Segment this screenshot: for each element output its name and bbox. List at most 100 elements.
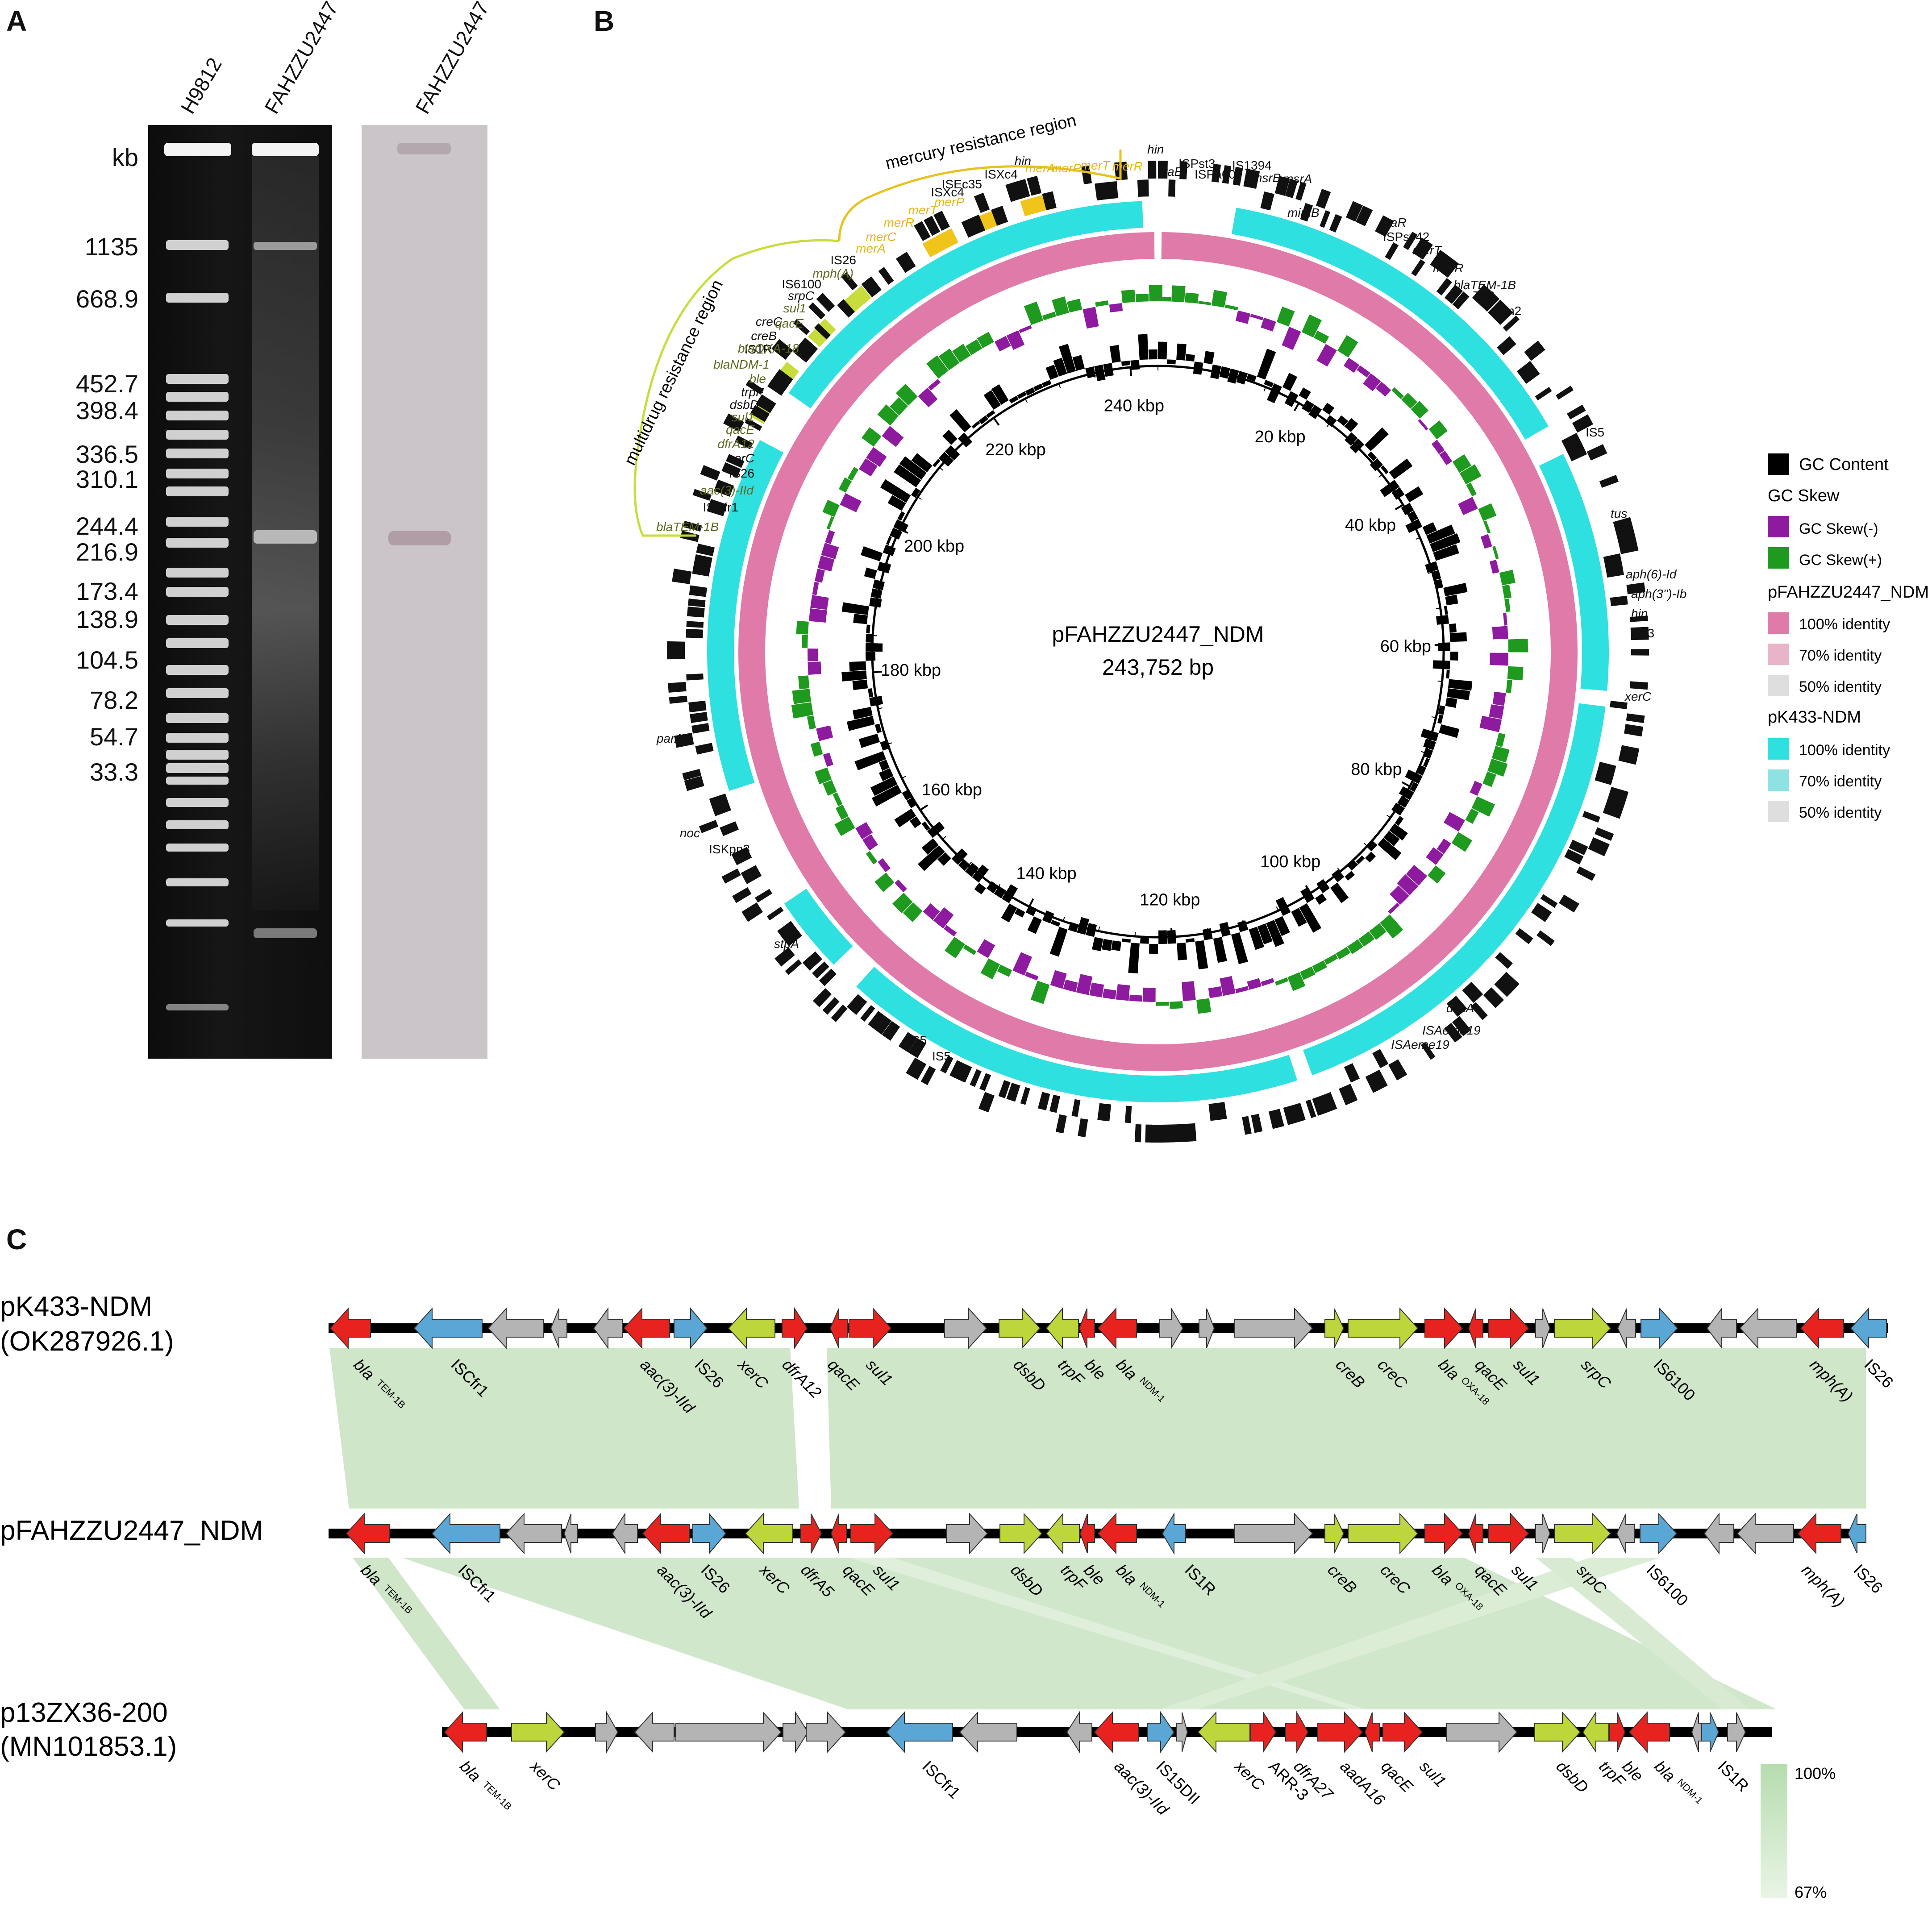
marker-104-5: 104.5 bbox=[75, 646, 138, 674]
gene-arrow bbox=[1582, 1711, 1609, 1754]
gc-skew-bar bbox=[1066, 299, 1083, 313]
cds-block bbox=[908, 1038, 926, 1058]
axis-tick-label: 120 kbp bbox=[1140, 890, 1200, 909]
gc-content-bar bbox=[899, 456, 927, 480]
gene-label: IS26 bbox=[830, 253, 856, 267]
gc-content-bar bbox=[1391, 487, 1405, 500]
gc-content-bar bbox=[1399, 786, 1414, 800]
gc-content-bar bbox=[1149, 944, 1158, 954]
cds-block bbox=[672, 568, 692, 584]
gene-arrow bbox=[959, 1711, 1017, 1753]
cds-block bbox=[1412, 237, 1433, 260]
gc-content-bar bbox=[1027, 916, 1042, 934]
cds-block bbox=[1268, 1109, 1284, 1129]
gc-skew-bar bbox=[1024, 301, 1044, 325]
cds-block bbox=[689, 585, 708, 597]
cds-block bbox=[1243, 169, 1260, 189]
gc-content-bar bbox=[889, 528, 903, 540]
gc-skew-bar bbox=[1503, 612, 1507, 626]
legend-ring2-70-label: 70% identity bbox=[1799, 773, 1882, 790]
gc-content-bar bbox=[1092, 937, 1103, 952]
gc-content-bar bbox=[949, 409, 971, 432]
marker-216-9: 216.9 bbox=[75, 538, 138, 566]
gc-content-bar bbox=[1103, 363, 1114, 377]
cds-block bbox=[1495, 307, 1513, 325]
gene-arrow bbox=[849, 1307, 892, 1349]
identity-ring-pk433-segment bbox=[784, 889, 853, 965]
identity-ring-pk433-segment bbox=[1231, 208, 1549, 440]
gc-content-bar bbox=[866, 643, 883, 652]
gc-content-bar bbox=[1275, 897, 1291, 916]
cds-block bbox=[1081, 165, 1092, 185]
gc-content-bar bbox=[861, 546, 883, 561]
identity-scale-max: 100% bbox=[1795, 1764, 1836, 1783]
gc-content-bar bbox=[1337, 415, 1349, 426]
gene-label: qacE bbox=[775, 316, 804, 330]
gc-content-bar bbox=[1264, 379, 1274, 387]
gc-content-bar bbox=[1025, 905, 1037, 916]
gene-label: dsbD bbox=[730, 398, 759, 411]
gc-skew-bar bbox=[1224, 304, 1238, 311]
legend-ring1-50-label: 50% identity bbox=[1799, 678, 1882, 695]
cds-block bbox=[1232, 166, 1243, 186]
gc-skew-bar bbox=[1492, 691, 1506, 706]
cds-block bbox=[1137, 179, 1149, 197]
gc-content-bar bbox=[1302, 400, 1315, 413]
gene-arrow bbox=[346, 1513, 390, 1555]
gene-arrow bbox=[1701, 1712, 1720, 1752]
gc-content-bar bbox=[1085, 366, 1096, 378]
gene-label: IS6100 bbox=[1643, 1561, 1692, 1610]
gene-label: blaNDM-1 bbox=[713, 357, 770, 371]
axis-minor-tick bbox=[901, 776, 906, 779]
homology-link bbox=[329, 1348, 799, 1509]
gene-arrow bbox=[1250, 1711, 1277, 1754]
gc-content-bar bbox=[866, 652, 876, 661]
gc-content-bar bbox=[870, 776, 898, 796]
legend-ring1-70-label: 70% identity bbox=[1799, 647, 1882, 664]
cds-block bbox=[1242, 1116, 1252, 1135]
gc-content-bar bbox=[1122, 938, 1131, 943]
cds-block bbox=[1365, 1074, 1378, 1093]
gc-skew-bar bbox=[810, 741, 823, 757]
cds-block bbox=[1436, 278, 1452, 296]
gc-skew-bar bbox=[882, 426, 904, 447]
gene-label: dfrA12 bbox=[718, 437, 755, 451]
gc-content-bar bbox=[1111, 940, 1121, 951]
gc-content-bar bbox=[1210, 364, 1221, 379]
identity-ring-pk433-segment bbox=[1303, 703, 1606, 1076]
gc-content-bar bbox=[1316, 879, 1330, 894]
gc-content-bar bbox=[1444, 606, 1448, 615]
cds-block bbox=[700, 465, 720, 481]
gc-skew-bar bbox=[855, 822, 873, 840]
gc-content-bar bbox=[1158, 341, 1167, 360]
gc-content-bar bbox=[1365, 852, 1376, 863]
gc-content-bar bbox=[1053, 357, 1067, 377]
gc-skew-bar bbox=[1507, 666, 1524, 681]
axis-minor-tick bbox=[942, 836, 946, 840]
gc-skew-bar bbox=[1052, 296, 1069, 316]
gc-skew-bar bbox=[938, 348, 960, 370]
axis-minor-tick bbox=[993, 417, 997, 422]
gc-skew-bar bbox=[1465, 808, 1479, 824]
axis-tick-label: 160 kbp bbox=[922, 781, 982, 799]
gc-content-bar bbox=[965, 863, 979, 877]
gc-skew-bar bbox=[1492, 626, 1508, 640]
gene-label: merA bbox=[856, 241, 886, 255]
cds-block bbox=[1561, 432, 1582, 451]
cds-block bbox=[808, 302, 825, 320]
gc-skew-bar bbox=[792, 689, 812, 704]
gc-skew-bar bbox=[1220, 976, 1236, 996]
gene-arrow bbox=[1317, 1711, 1363, 1753]
gc-skew-bar bbox=[1471, 796, 1495, 817]
gene-arrow bbox=[550, 1308, 567, 1348]
gc-skew-bar bbox=[862, 834, 878, 851]
gc-content-bar bbox=[1025, 387, 1035, 396]
cds-block bbox=[940, 1056, 954, 1074]
gc-skew-bar bbox=[1508, 639, 1528, 653]
gene-arrow bbox=[1348, 1307, 1419, 1349]
cds-block bbox=[1300, 203, 1313, 222]
gc-content-bar bbox=[1389, 823, 1408, 841]
cds-block bbox=[1388, 1059, 1407, 1081]
gc-skew-bar bbox=[807, 715, 816, 730]
gc-content-bar bbox=[1380, 465, 1389, 474]
